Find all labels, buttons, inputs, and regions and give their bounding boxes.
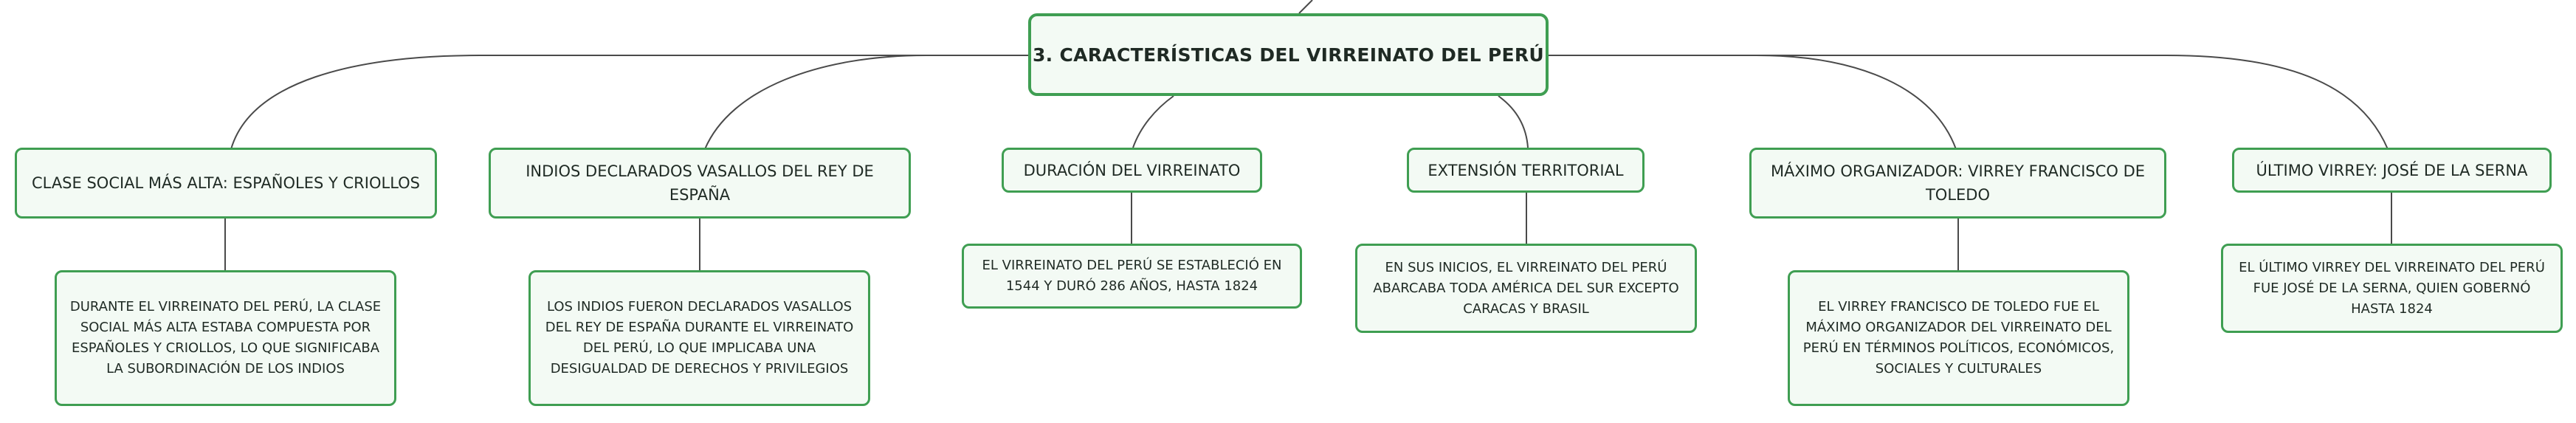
root-node[interactable]: 3. CARACTERÍSTICAS DEL VIRREINATO DEL PE… <box>1028 13 1549 96</box>
connector-root-topic-3 <box>1132 95 1174 148</box>
detail-node-duracion[interactable]: EL VIRREINATO DEL PERÚ SE ESTABLECIÓ EN … <box>962 244 1302 309</box>
connector-parent-in <box>1298 0 1313 14</box>
topic-node-clase-social[interactable]: CLASE SOCIAL MÁS ALTA: ESPAÑOLES Y CRIOL… <box>15 148 437 219</box>
topic-node-maximo-organizador[interactable]: MÁXIMO ORGANIZADOR: VIRREY FRANCISCO DE … <box>1749 148 2166 219</box>
connector-root-topic-6 <box>1549 55 2389 150</box>
topic-node-ultimo-virrey[interactable]: ÚLTIMO VIRREY: JOSÉ DE LA SERNA <box>2232 148 2552 193</box>
topic-node-indios-vasallos[interactable]: INDIOS DECLARADOS VASALLOS DEL REY DE ES… <box>489 148 911 219</box>
connector-root-topic-2 <box>704 55 1028 150</box>
detail-node-maximo-organizador[interactable]: EL VIRREY FRANCISCO DE TOLEDO FUE EL MÁX… <box>1788 270 2129 406</box>
topic-node-extension[interactable]: EXTENSIÓN TERRITORIAL <box>1407 148 1645 193</box>
topic-node-duracion[interactable]: DURACIÓN DEL VIRREINATO <box>1002 148 1262 193</box>
connector-root-topic-1 <box>230 55 1028 150</box>
detail-node-clase-social[interactable]: DURANTE EL VIRREINATO DEL PERÚ, LA CLASE… <box>55 270 396 406</box>
detail-node-indios-vasallos[interactable]: LOS INDIOS FUERON DECLARADOS VASALLOS DE… <box>528 270 870 406</box>
detail-node-ultimo-virrey[interactable]: EL ÚLTIMO VIRREY DEL VIRREINATO DEL PERÚ… <box>2221 244 2563 333</box>
connector-root-topic-5 <box>1549 55 1957 150</box>
detail-node-extension[interactable]: EN SUS INICIOS, EL VIRREINATO DEL PERÚ A… <box>1355 244 1697 333</box>
connector-root-topic-4 <box>1498 95 1529 148</box>
